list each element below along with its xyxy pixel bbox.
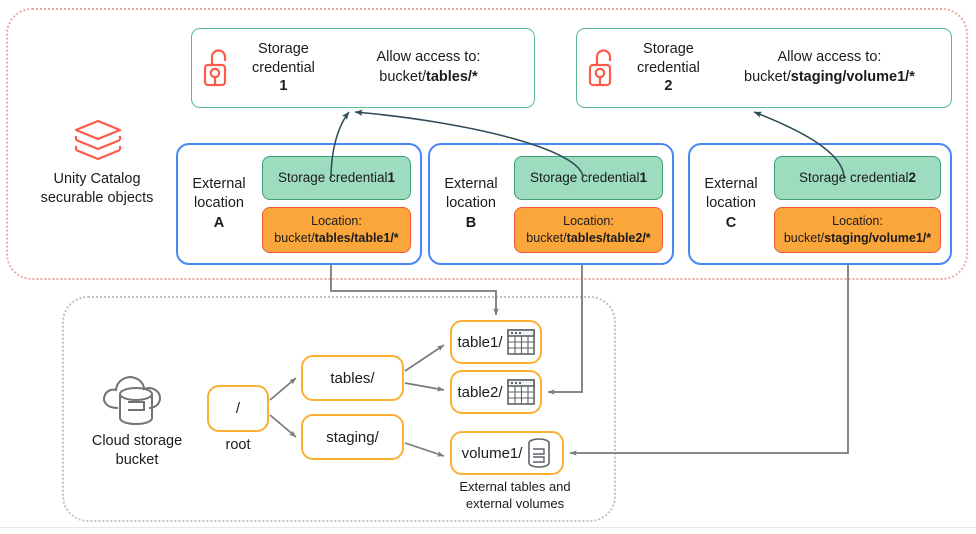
external-location-b-label: External location B	[444, 176, 498, 231]
layers-icon	[72, 118, 124, 169]
external-location-a-label: External location A	[192, 176, 246, 231]
tree-node-staging[interactable]: staging/	[301, 414, 404, 460]
table-icon	[506, 379, 535, 405]
tree-node-root[interactable]: /	[207, 385, 269, 432]
tree-node-volume1[interactable]: volume1/	[450, 431, 564, 475]
credential-title-2: Storage credential 2	[637, 40, 700, 95]
tree-node-staging-label: staging/	[326, 428, 379, 446]
location-b-path-chip: Location: bucket/tables/table2/*	[514, 206, 663, 253]
storage-credential-card-2[interactable]: Storage credential 2 Allow access to: bu…	[576, 28, 952, 108]
cloud-storage-caption: Cloud storage bucket	[91, 433, 183, 469]
tree-node-table1[interactable]: table1/	[450, 320, 542, 364]
tree-node-table2-label: table2/	[457, 383, 503, 401]
tree-node-volume1-label: volume1/	[461, 444, 523, 462]
bottom-divider	[0, 527, 976, 528]
location-a-path-chip: Location: bucket/tables/table1/*	[262, 206, 411, 253]
tree-node-table2[interactable]: table2/	[450, 370, 542, 414]
tree-node-root-label: /	[235, 400, 241, 417]
external-location-c-label: External location C	[704, 176, 758, 231]
cloud-database-icon	[94, 370, 178, 437]
external-location-c[interactable]: External location C Storage credential 2…	[688, 143, 952, 265]
storage-credential-card-1[interactable]: Storage credential 1 Allow access to: bu…	[191, 28, 535, 108]
external-location-b[interactable]: External location B Storage credential 1…	[428, 143, 674, 265]
open-padlock-icon	[192, 48, 244, 88]
table-icon	[506, 329, 535, 355]
tree-node-tables-label: tables/	[330, 369, 375, 387]
tree-node-table1-label: table1/	[457, 333, 503, 351]
credential-allow-2: Allow access to: bucket/staging/volume1/…	[744, 49, 915, 85]
tree-leaves-caption: External tables and external volumes	[459, 479, 571, 512]
location-c-credential-chip: Storage credential 2	[774, 155, 941, 200]
credential-title-1: Storage credential 1	[252, 40, 315, 95]
tree-node-tables[interactable]: tables/	[301, 355, 404, 401]
volume-icon	[526, 438, 552, 468]
credential-allow-1: Allow access to: bucket/tables/*	[376, 49, 481, 85]
location-b-credential-chip: Storage credential 1	[514, 155, 663, 200]
tree-root-caption: root	[225, 437, 251, 453]
external-location-a[interactable]: External location A Storage credential 1…	[176, 143, 422, 265]
open-padlock-icon	[577, 48, 629, 88]
location-c-path-chip: Location: bucket/staging/volume1/*	[774, 206, 941, 253]
location-a-credential-chip: Storage credential 1	[262, 155, 411, 200]
unity-catalog-caption: Unity Catalog securable objects	[40, 171, 154, 207]
